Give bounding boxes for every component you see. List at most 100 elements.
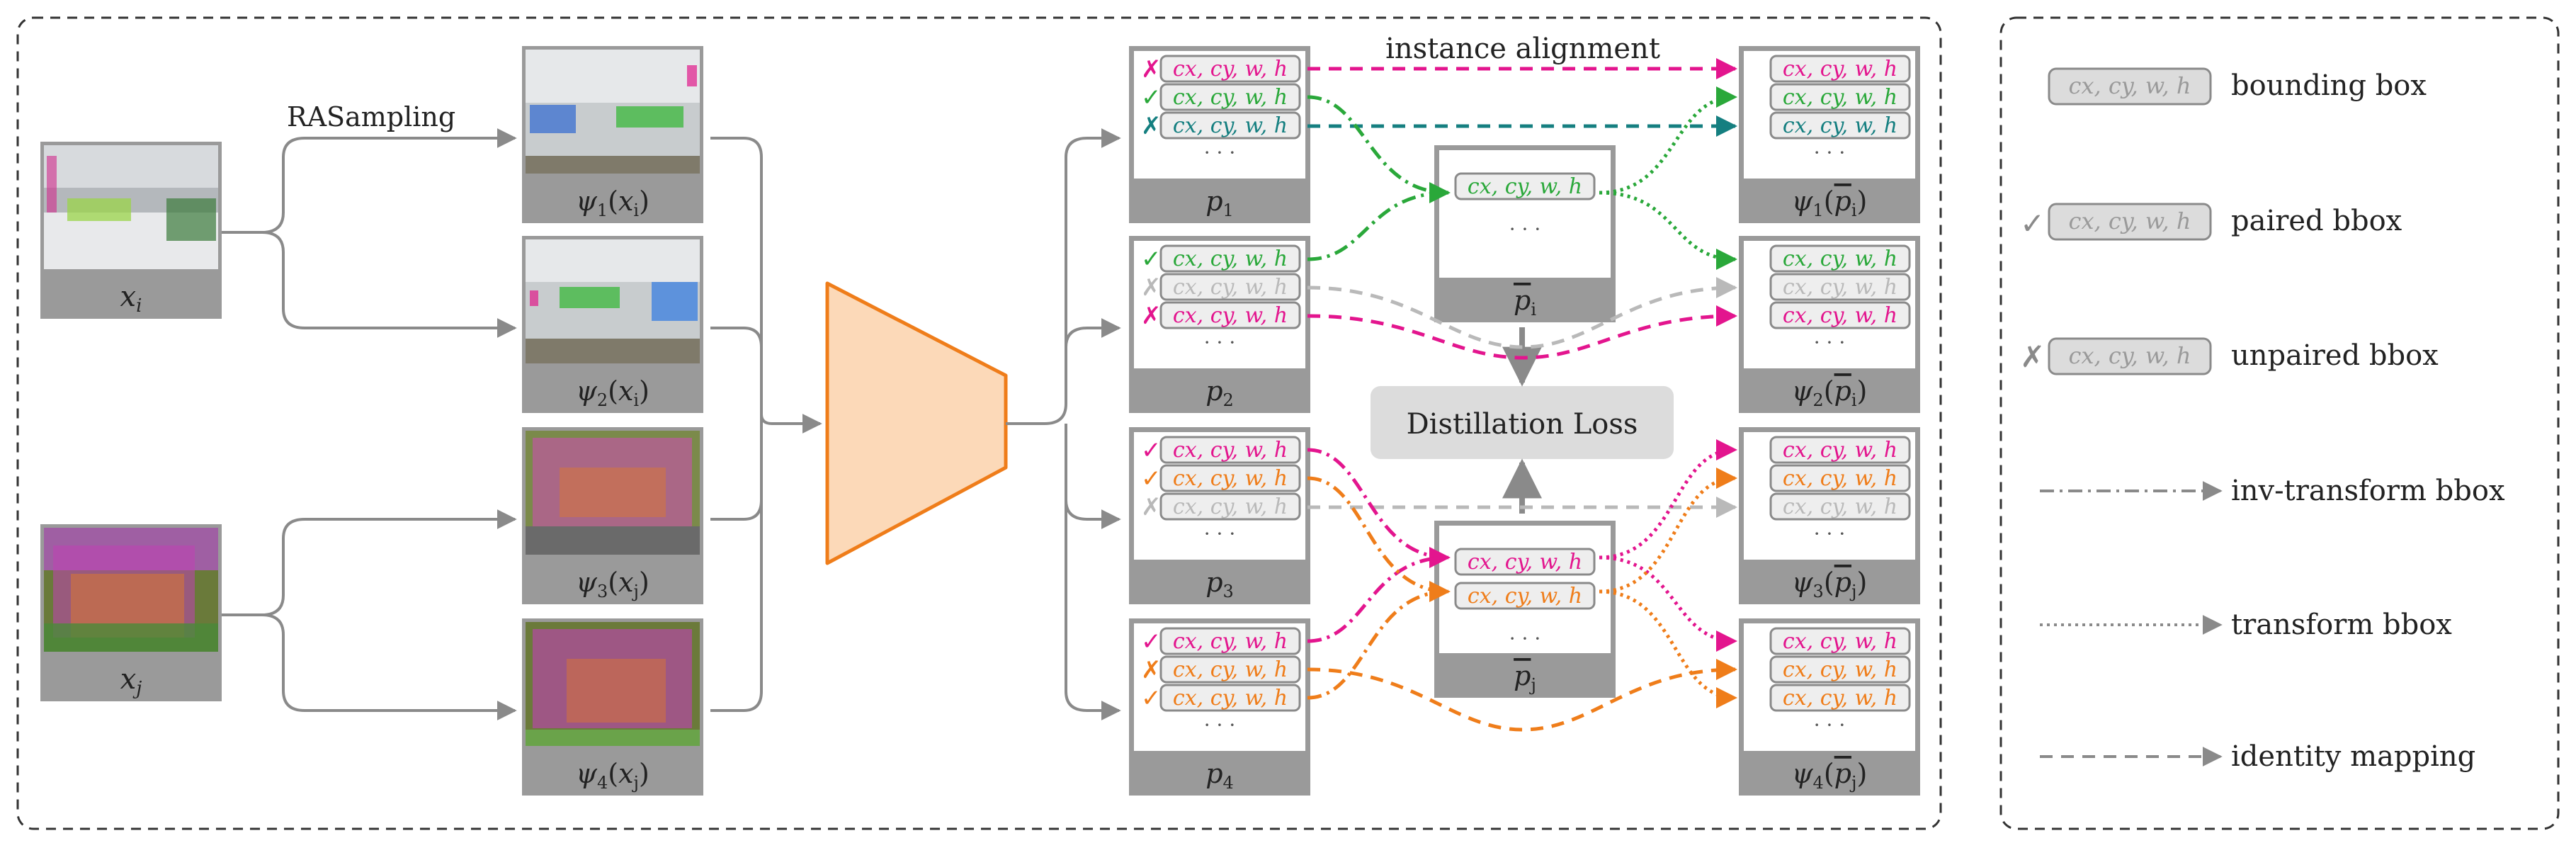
avg-box-pbar-j-label: pj xyxy=(1514,660,1536,695)
bbox-text: cx, cy, w, h xyxy=(1173,275,1288,300)
svg-text:paired bbox: paired bbox xyxy=(2231,205,2402,237)
avg-box-pbar-j-row-2: cx, cy, w, h xyxy=(1454,582,1596,610)
svg-text:inv-transform bbox: inv-transform bbox xyxy=(2231,475,2505,507)
svg-text:identity mapping: identity mapping xyxy=(2231,740,2475,773)
label-psi4: ψ4(xj) xyxy=(576,758,649,793)
check-icon: ✓ xyxy=(1141,628,1162,656)
cross-icon: ✗ xyxy=(1141,656,1162,684)
bbox-text: cx, cy, w, h xyxy=(1173,85,1288,110)
input-image-xi: xi xyxy=(40,142,222,319)
cross-icon: ✗ xyxy=(1141,55,1162,84)
check-icon: ✓ xyxy=(1141,245,1162,273)
avg-box-pbar-i-label: pi xyxy=(1514,285,1536,319)
pred-box-p4-row-2: ✗ cx, cy, w, h xyxy=(1141,655,1301,684)
output-box-psi4-row-1: cx, cy, w, h xyxy=(1769,627,1911,655)
cross-icon: ✗ xyxy=(1141,112,1162,140)
output-box-psi1-row-1: cx, cy, w, h xyxy=(1769,55,1911,83)
ellipsis: · · · xyxy=(1814,522,1846,545)
ellipsis: · · · xyxy=(1204,713,1236,737)
legend-bounding-box: cx, cy, w, h bounding box xyxy=(2048,67,2427,106)
pred-box-p3-row-2: ✓cx, cy, w, h xyxy=(1141,464,1301,493)
cross-icon: ✗ xyxy=(1141,273,1162,302)
pred-box-p2-label: p2 xyxy=(1205,375,1234,410)
avg-box-pbar-j-row-1: cx, cy, w, h xyxy=(1454,548,1596,576)
legend-paired-bbox: ✓ cx, cy, w, h paired bbox xyxy=(2020,203,2402,241)
legend: cx, cy, w, h bounding box ✓ cx, cy, w, h… xyxy=(2020,67,2505,773)
output-box-psi2-label: ψ2(pi) xyxy=(1792,375,1868,410)
pred-box-p1-label: p1 xyxy=(1205,186,1234,220)
rasampling-label: RASampling xyxy=(287,101,455,132)
pred-box-p2: ✓cx, cy, w, h✗cx, cy, w, h✗cx, cy, w, h·… xyxy=(1129,236,1310,413)
pred-box-p1-row-3: ✗ cx, cy, w, h xyxy=(1141,111,1301,140)
ellipsis: · · · xyxy=(1204,141,1236,164)
bbox-text: cx, cy, w, h xyxy=(1783,494,1897,519)
pred-box-p4: ✓cx, cy, w, h✗cx, cy, w, h✓cx, cy, w, h·… xyxy=(1129,618,1310,796)
aug-view-psi2 xyxy=(522,236,703,413)
bbox-text: cx, cy, w, h xyxy=(1173,686,1288,711)
instance-alignment-label: instance alignment xyxy=(1385,33,1660,65)
bbox-text: cx, cy, w, h xyxy=(1173,113,1288,138)
bbox-text: cx, cy, w, h xyxy=(1783,57,1897,81)
bbox-text: cx, cy, w, h xyxy=(1783,113,1897,138)
bbox-text: cx, cy, w, h xyxy=(1173,657,1288,682)
avg-box-pbar-i-row-1: cx, cy, w, h xyxy=(1454,172,1596,200)
svg-text:✗: ✗ xyxy=(2020,339,2045,374)
ellipsis: · · · xyxy=(1814,141,1846,164)
pred-box-p3-row-1: ✓ cx, cy, w, h xyxy=(1141,436,1301,465)
legend-unpaired-bbox: ✗ cx, cy, w, h unpaired bbox xyxy=(2020,337,2439,375)
check-icon: ✓ xyxy=(1141,436,1162,465)
svg-text:cx, cy, w, h: cx, cy, w, h xyxy=(2069,342,2191,369)
cross-icon: ✗ xyxy=(1141,493,1162,521)
output-box-psi3-row-1: cx, cy, w, h xyxy=(1769,436,1911,464)
bbox-text: cx, cy, w, h xyxy=(1173,247,1288,271)
distillation-loss-box xyxy=(1371,386,1674,459)
pred-box-p4-row-3: ✓cx, cy, w, h xyxy=(1141,684,1301,713)
ellipsis: · · · xyxy=(1509,627,1541,650)
ellipsis: · · · xyxy=(1814,713,1846,737)
legend-inv-transform: inv-transform bbox xyxy=(2040,475,2505,507)
output-box-psi4-row-3: cx, cy, w, h xyxy=(1769,684,1911,712)
pred-box-p1-row-2: ✓ cx, cy, w, h xyxy=(1141,83,1301,112)
check-icon: ✓ xyxy=(1141,465,1162,493)
label-psi1: ψ1(xi) xyxy=(576,186,649,220)
label-psi2: ψ2(xi) xyxy=(576,375,649,410)
pred-box-p2-row-2: ✗ cx, cy, w, h xyxy=(1141,273,1301,302)
output-box-psi1-row-3: cx, cy, w, h xyxy=(1769,111,1911,140)
pred-box-p3: ✓cx, cy, w, h✓cx, cy, w, h✗cx, cy, w, h·… xyxy=(1129,427,1310,604)
svg-text:transform bbox: transform bbox xyxy=(2231,609,2452,641)
cross-icon: ✗ xyxy=(1141,302,1162,330)
svg-text:cx, cy, w, h: cx, cy, w, h xyxy=(2069,72,2191,99)
ellipsis: · · · xyxy=(1204,331,1236,354)
output-box-psi4-label: ψ4(pj) xyxy=(1792,758,1868,793)
output-box-psi2: cx, cy, w, hcx, cy, w, hcx, cy, w, h· · … xyxy=(1739,236,1920,413)
check-icon: ✓ xyxy=(1141,84,1162,112)
svg-text:✓: ✓ xyxy=(2020,206,2045,241)
svg-text:unpaired bbox: unpaired bbox xyxy=(2231,339,2439,372)
legend-identity: identity mapping xyxy=(2040,740,2475,773)
pred-box-p3-row-3: ✗cx, cy, w, h xyxy=(1141,492,1301,521)
bbox-text: cx, cy, w, h xyxy=(1783,466,1897,491)
output-box-psi3-row-2: cx, cy, w, h xyxy=(1769,464,1911,492)
pred-box-p2-row-1: ✓ cx, cy, w, h xyxy=(1141,244,1301,273)
input-image-xj: xj xyxy=(40,524,222,701)
pred-box-p4-row-1: ✓cx, cy, w, h xyxy=(1141,627,1301,656)
output-box-psi3-row-3: cx, cy, w, h xyxy=(1769,492,1911,521)
output-box-psi4-row-2: cx, cy, w, h xyxy=(1769,655,1911,684)
svg-text:bounding box: bounding box xyxy=(2231,69,2427,102)
output-box-psi2-row-3: cx, cy, w, h xyxy=(1769,301,1911,329)
pred-box-p1: ✗ cx, cy, w, h ✓ cx, cy, w, h ✗ cx, cy, w, h ·… xyxy=(1129,46,1310,223)
output-box-psi2-row-1: cx, cy, w, h xyxy=(1769,244,1911,273)
avg-box-pbar-j: cx, cy, w, h cx, cy, w, h · · · pj xyxy=(1434,521,1616,698)
bbox-text: cx, cy, w, h xyxy=(1468,174,1582,199)
aug-view-psi4 xyxy=(522,618,703,796)
output-box-psi1-label: ψ1(pi) xyxy=(1792,186,1868,220)
output-box-psi3-label: ψ3(pj) xyxy=(1792,567,1868,601)
pred-box-p4-label: p4 xyxy=(1205,758,1234,793)
avg-box-pbar-i: cx, cy, w, h· · ·pi xyxy=(1434,145,1616,322)
legend-transform: transform bbox xyxy=(2040,609,2452,641)
bbox-text: cx, cy, w, h xyxy=(1173,57,1288,81)
bbox-text: cx, cy, w, h xyxy=(1173,438,1288,463)
ellipsis: · · · xyxy=(1204,522,1236,545)
bbox-text: cx, cy, w, h xyxy=(1783,275,1897,300)
bbox-text: cx, cy, w, h xyxy=(1783,438,1897,463)
